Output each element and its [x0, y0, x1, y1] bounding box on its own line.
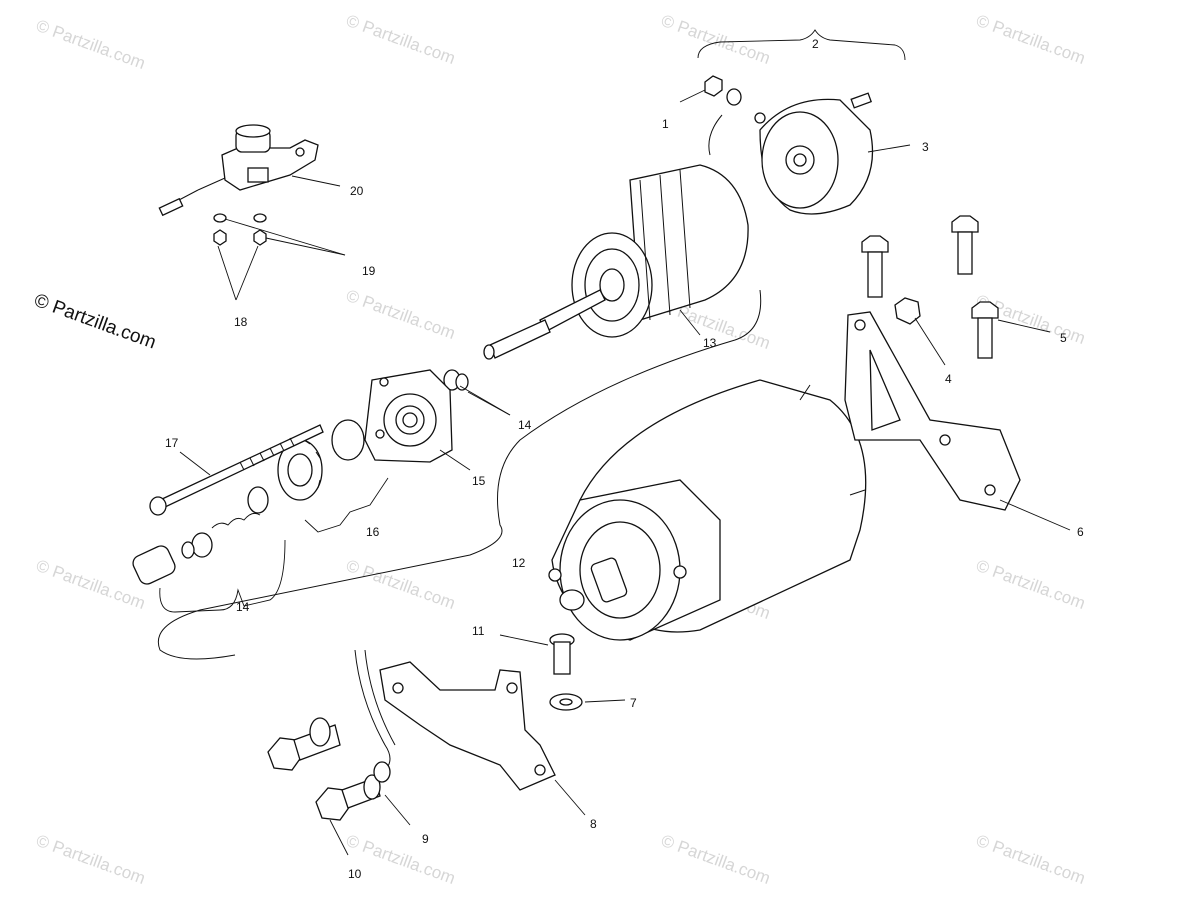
- label-part-10: 10: [348, 867, 362, 881]
- front-mounting-bracket: [354, 649, 556, 791]
- rear-mounting-bracket: [844, 311, 1021, 511]
- assembly-bracket-curve: [158, 289, 762, 660]
- bracket-bolts: [267, 717, 391, 821]
- label-part-14-upper: 14: [518, 418, 532, 432]
- nut-washer-terminal: [704, 75, 742, 156]
- label-part-17: 17: [165, 436, 179, 450]
- label-part-11: 11: [472, 624, 485, 638]
- label-part-3: 3: [922, 140, 929, 154]
- watermark: © Partzilla.com: [974, 11, 1088, 68]
- label-part-13: 13: [703, 336, 717, 350]
- label-part-8: 8: [590, 817, 597, 831]
- screw-washer: [549, 633, 583, 711]
- label-part-9: 9: [422, 832, 429, 846]
- rear-cover: [754, 92, 874, 215]
- leader-lines: [159, 29, 1071, 856]
- watermark: © Partzilla.com: [34, 831, 148, 888]
- label-part-14-lower: 14: [236, 600, 250, 614]
- starter-motor-housing: [548, 379, 867, 641]
- mounting-bolts: [861, 215, 999, 359]
- solenoid-switch: [158, 124, 319, 217]
- solenoid-nuts-washers: [213, 213, 267, 246]
- label-part-7: 7: [630, 696, 637, 710]
- label-part-19: 19: [362, 264, 376, 278]
- label-part-16: 16: [366, 525, 380, 539]
- pinion-spring-stop: [132, 512, 261, 585]
- watermark: © Partzilla.com: [974, 556, 1088, 613]
- label-part-12: 12: [512, 556, 526, 570]
- label-part-15: 15: [472, 474, 486, 488]
- label-part-2: 2: [812, 37, 819, 51]
- armature-washers: [443, 369, 469, 391]
- watermark: © Partzilla.com: [659, 831, 773, 888]
- part-labels: 1 2 3 4 5 6 7 8 9 10 11 12 13 14 14 15 1…: [165, 37, 1084, 881]
- front-cover-plate: [331, 369, 453, 463]
- pinion-gear: [247, 437, 323, 514]
- label-part-5: 5: [1060, 331, 1067, 345]
- watermark: © Partzilla.com: [974, 831, 1088, 888]
- label-part-20: 20: [350, 184, 364, 198]
- label-part-18: 18: [234, 315, 248, 329]
- label-part-1: 1: [662, 117, 669, 131]
- watermark: © Partzilla.com: [344, 556, 458, 613]
- armature: [483, 164, 749, 360]
- watermark: © Partzilla.com: [344, 11, 458, 68]
- watermark: © Partzilla.com: [659, 11, 773, 68]
- watermark: © Partzilla.com: [344, 286, 458, 343]
- brand-text: © Partzilla.com: [31, 290, 158, 354]
- watermark: © Partzilla.com: [34, 556, 148, 613]
- watermark: © Partzilla.com: [34, 16, 148, 73]
- label-part-6: 6: [1077, 525, 1084, 539]
- through-bolt: [149, 424, 324, 516]
- label-part-4: 4: [945, 372, 952, 386]
